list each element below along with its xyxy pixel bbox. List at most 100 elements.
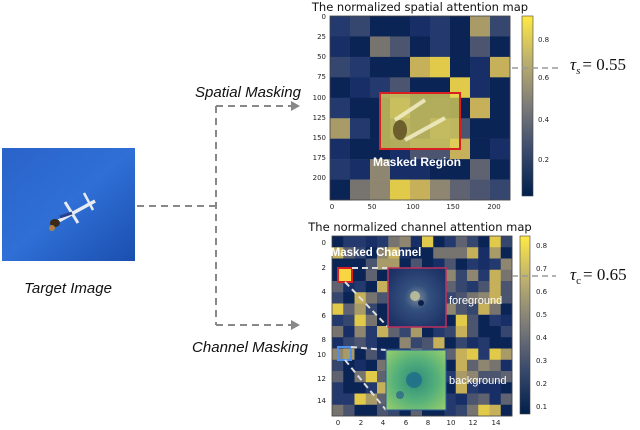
channel-y-tick: 12 xyxy=(317,375,326,383)
heatmap-cell xyxy=(444,393,457,406)
target-image-sky xyxy=(2,148,135,261)
heatmap-cell xyxy=(444,236,457,248)
heatmap-cell xyxy=(444,371,457,383)
heatmap-cell xyxy=(410,247,423,259)
heatmap-cell xyxy=(365,382,378,394)
heatmap-cell xyxy=(489,281,502,293)
heatmap-cell xyxy=(467,292,479,304)
heatmap-cell xyxy=(500,303,513,316)
heatmap-cell xyxy=(478,359,490,372)
heatmap-cell xyxy=(490,16,511,37)
heatmap-cell xyxy=(330,97,351,119)
spatial-x-tick: 50 xyxy=(368,203,377,211)
heatmap-cell xyxy=(478,382,490,394)
heatmap-cell xyxy=(430,56,451,78)
heatmap-cell xyxy=(332,371,344,383)
heatmap-cell xyxy=(365,269,378,282)
heatmap-cell xyxy=(390,56,411,78)
heatmap-cell xyxy=(489,247,502,259)
spatial-cb-tick: 0.8 xyxy=(538,36,549,44)
heatmap-cell xyxy=(343,382,355,394)
channel-cb-tick: 0.3 xyxy=(536,357,547,365)
heatmap-cell xyxy=(433,258,445,271)
heatmap-cell xyxy=(410,258,423,271)
heatmap-cell xyxy=(350,56,371,78)
heatmap-cell xyxy=(343,236,355,248)
heatmap-cell xyxy=(500,269,513,282)
tau-s-value: = 0.55 xyxy=(582,55,626,74)
heatmap-cell xyxy=(500,393,513,406)
heatmap-cell xyxy=(489,359,502,372)
heatmap-cell xyxy=(399,404,412,417)
heatmap-cell xyxy=(489,258,502,271)
heatmap-cell xyxy=(500,371,513,383)
heatmap-cell xyxy=(444,348,457,361)
channel-x-tick: 2 xyxy=(359,419,363,427)
heatmap-cell xyxy=(500,236,513,248)
heatmap-cell xyxy=(467,326,479,338)
heatmap-cell xyxy=(470,118,491,139)
heatmap-cell xyxy=(467,314,479,327)
spatial-x-tick: 0 xyxy=(330,203,334,211)
heatmap-cell xyxy=(478,236,490,248)
spatial-colorbar xyxy=(521,15,534,197)
channel-cb-tick: 0.6 xyxy=(536,288,548,296)
heatmap-cell xyxy=(489,348,502,361)
heatmap-cell xyxy=(467,247,479,259)
heatmap-cell xyxy=(399,236,412,248)
channel-x-tick: 10 xyxy=(447,419,456,427)
heatmap-cell xyxy=(500,281,513,293)
heatmap-cell xyxy=(350,16,371,37)
heatmap-cell xyxy=(370,16,391,37)
masked-channel-cell xyxy=(337,267,353,283)
spatial-x-axis: 0 50 100 150 200 xyxy=(330,203,501,211)
spatial-y-tick: 175 xyxy=(313,154,326,162)
tau-c-symbol: τ xyxy=(570,265,577,284)
heatmap-cell xyxy=(433,247,445,259)
airplane-icon xyxy=(49,192,96,231)
heatmap-cell xyxy=(433,236,445,248)
heatmap-cell xyxy=(332,281,344,293)
heatmap-cell xyxy=(478,326,490,338)
heatmap-cell xyxy=(489,326,502,338)
heatmap-cell xyxy=(410,326,423,338)
spatial-masked-region xyxy=(379,92,461,150)
channel-cb-tick: 0.8 xyxy=(536,242,547,250)
heatmap-cell xyxy=(377,269,389,282)
heatmap-cell xyxy=(332,393,344,406)
heatmap-cell xyxy=(365,393,378,406)
heatmap-cell xyxy=(490,179,511,201)
heatmap-cell xyxy=(370,36,391,58)
tau-c-subscript: c xyxy=(576,275,581,287)
heatmap-cell xyxy=(388,258,400,271)
heatmap-cell xyxy=(500,348,513,361)
heatmap-cell xyxy=(354,303,367,316)
heatmap-cell xyxy=(470,56,491,78)
heatmap-cell xyxy=(467,404,479,417)
heatmap-cell xyxy=(410,404,423,417)
channel-zoom-lines xyxy=(344,267,389,411)
heatmap-cell xyxy=(450,16,471,37)
heatmap-cell xyxy=(490,138,511,160)
heatmap-cell xyxy=(455,382,468,394)
heatmap-cell xyxy=(467,371,479,383)
heatmap-cell xyxy=(332,404,344,417)
heatmap-cell xyxy=(330,159,351,180)
heatmap-cell xyxy=(377,404,389,417)
heatmap-cell xyxy=(478,314,490,327)
heatmap-cell xyxy=(365,404,378,417)
channel-cb-tick: 0.2 xyxy=(536,380,547,388)
channel-y-tick: 10 xyxy=(317,351,326,359)
heatmap-cell xyxy=(410,179,431,201)
channel-colorbar xyxy=(519,235,531,415)
heatmap-cell xyxy=(422,404,434,417)
heatmap-cell xyxy=(467,281,479,293)
heatmap-cell xyxy=(467,303,479,316)
heatmap-cell xyxy=(478,393,490,406)
heatmap-cell xyxy=(343,393,355,406)
heatmap-cell xyxy=(377,258,389,271)
heatmap-cell xyxy=(500,326,513,338)
heatmap-cell xyxy=(390,179,411,201)
heatmap-cell xyxy=(455,247,468,259)
heatmap-cell xyxy=(330,56,351,78)
